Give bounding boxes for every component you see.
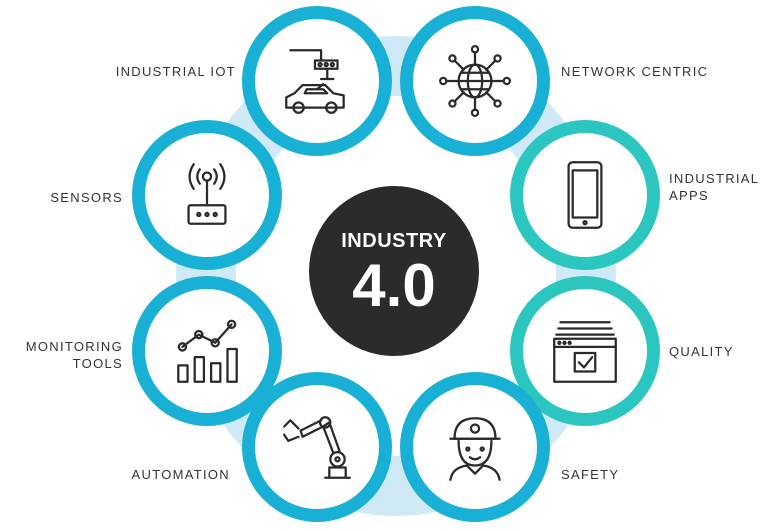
label-sensors: SENSORS: [50, 190, 123, 205]
tablet-icon: [567, 161, 603, 229]
node-industrial-iot: [242, 6, 392, 156]
center-version: 4.0: [352, 252, 436, 319]
robotic-arm-icon: [283, 416, 351, 479]
network-globe-icon: [439, 45, 511, 117]
bar-line-chart-icon: [177, 319, 238, 383]
node-industrial-apps: [510, 120, 660, 270]
label-monitoring-tools: MONITORING TOOLS: [25, 339, 123, 371]
worker-helmet-icon: [449, 417, 501, 481]
checklist-window-icon: [553, 321, 617, 383]
node-safety: [400, 372, 550, 522]
center-circle: INDUSTRY 4.0: [309, 186, 479, 356]
label-industrial-iot: INDUSTRIAL IOT: [115, 64, 236, 79]
label-safety: SAFETY: [561, 467, 620, 482]
node-sensors: [132, 120, 282, 270]
center-title: INDUSTRY: [341, 230, 447, 252]
label-quality: QUALITY: [669, 344, 734, 359]
node-monitoring-tools: [132, 276, 282, 426]
wireless-sensor-icon: [187, 163, 227, 225]
label-network-centric: NETWORK CENTRIC: [561, 64, 709, 79]
robot-arm-car-icon: [285, 49, 345, 114]
node-network-centric: [400, 6, 550, 156]
label-industrial-apps: INDUSTRIAL APPS: [669, 171, 760, 203]
label-automation: AUTOMATION: [131, 467, 230, 482]
